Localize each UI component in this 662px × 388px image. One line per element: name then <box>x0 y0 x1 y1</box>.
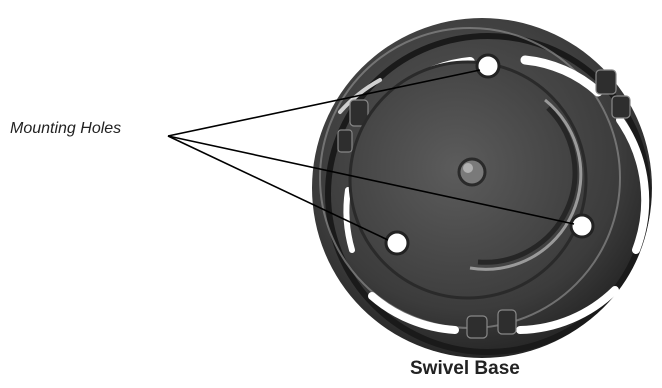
mounting-hole <box>477 55 499 77</box>
mounting-holes-label: Mounting Holes <box>10 120 121 138</box>
center-pivot-highlight <box>463 163 473 173</box>
mounting-hole <box>571 215 593 237</box>
mounting-hole <box>386 232 408 254</box>
swivel-base-caption: Swivel Base <box>410 358 520 380</box>
center-pivot <box>459 159 485 185</box>
